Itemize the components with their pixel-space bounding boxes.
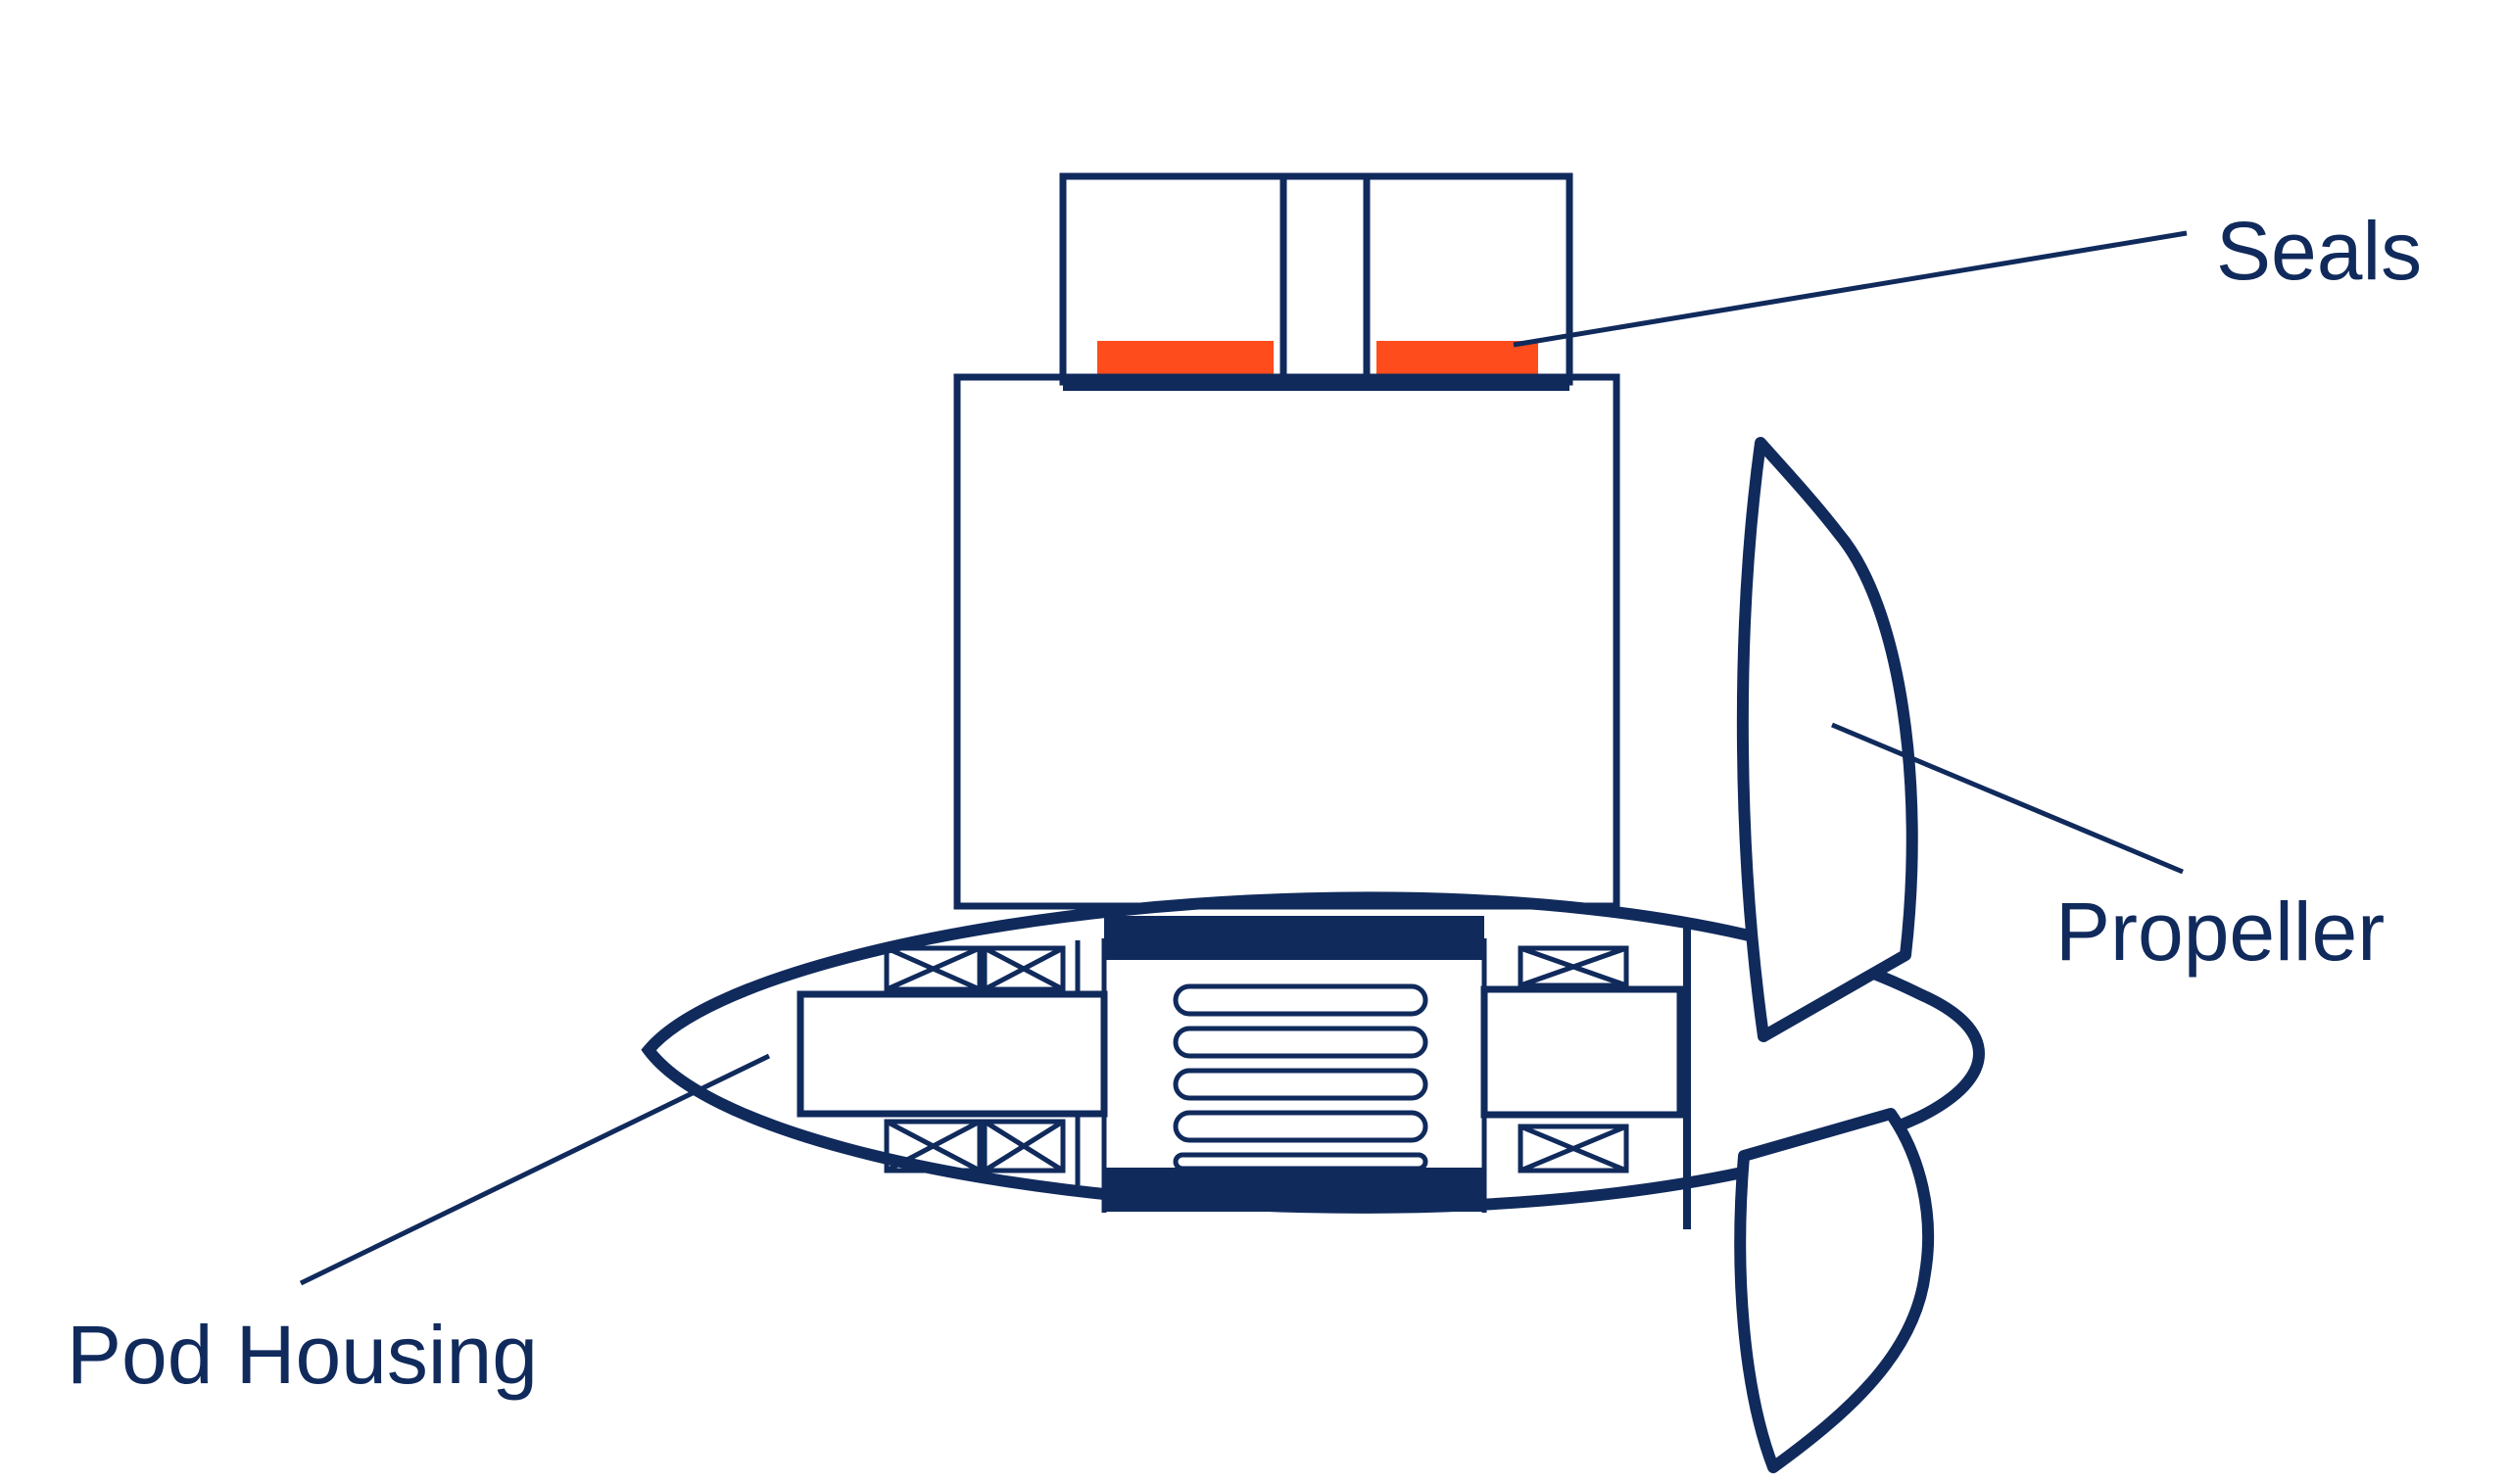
pod-housing-label: Pod Housing xyxy=(67,1309,538,1401)
bearings xyxy=(884,945,1629,1173)
right-shaft xyxy=(1480,985,1684,1119)
propeller xyxy=(1734,437,1935,1473)
stator-top xyxy=(1104,916,1484,960)
bearing-left-bottom-1 xyxy=(884,1119,983,1173)
pod-housing-leader xyxy=(299,1053,771,1286)
seal-gap xyxy=(1279,172,1371,386)
bearing-right-bottom xyxy=(1518,1124,1629,1173)
bearing-left-top-1 xyxy=(884,945,983,992)
bearing-right-top xyxy=(1518,945,1629,988)
winding xyxy=(1173,1068,1428,1101)
stator-bottom xyxy=(1104,1168,1484,1212)
leader-lines xyxy=(299,230,2188,1286)
bearing-left-top-2 xyxy=(982,945,1066,992)
rotor-windings xyxy=(1173,983,1428,1172)
winding xyxy=(1173,983,1428,1017)
winding xyxy=(1173,1110,1428,1143)
strut xyxy=(953,373,1620,910)
propeller-blade-upper xyxy=(1736,437,1918,1042)
propeller-blade-lower xyxy=(1734,1108,1935,1473)
seals-leader xyxy=(1513,230,2188,348)
winding xyxy=(1173,1026,1428,1059)
bearing-left-bottom-2 xyxy=(982,1119,1066,1173)
pod-internals xyxy=(796,921,1691,1229)
propeller-label: Propeller xyxy=(2055,886,2385,978)
seal-left xyxy=(1097,341,1274,376)
pod-housing-outline xyxy=(641,891,1985,1214)
winding xyxy=(1173,1152,1428,1172)
seals-label: Seals xyxy=(2216,205,2422,297)
propeller-leader xyxy=(1831,722,2184,875)
seal-right xyxy=(1376,341,1538,376)
left-shaft xyxy=(796,990,1108,1118)
